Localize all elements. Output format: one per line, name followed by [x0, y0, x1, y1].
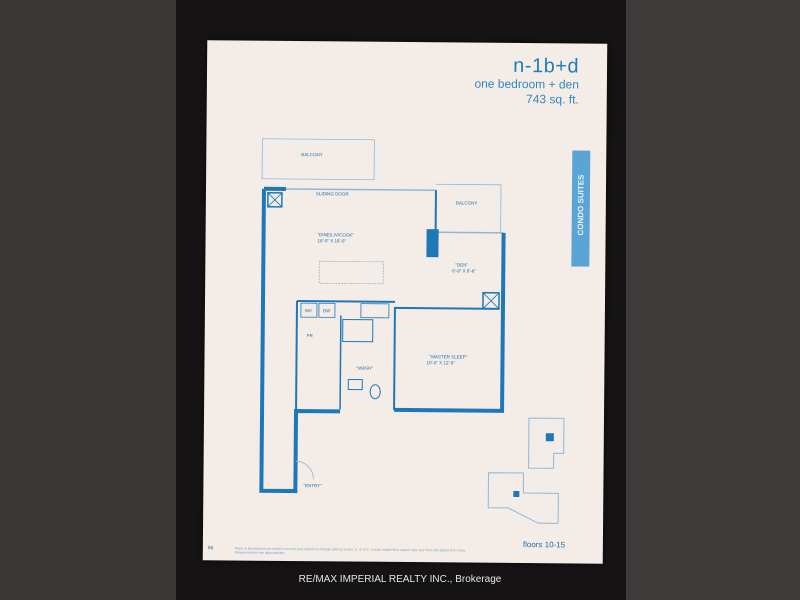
dishwasher-box: [318, 302, 336, 318]
shaft-right-cross: [482, 292, 500, 310]
vanity: [347, 379, 363, 391]
unit-title: n-1b+d: [513, 54, 580, 78]
condo-suites-tab: CONDO SUITES: [571, 150, 591, 267]
wic-box: [300, 302, 318, 318]
key-plan-podium: [487, 472, 559, 524]
shaft-top-left-cross: [267, 192, 283, 208]
unit-area: 743 sq. ft.: [526, 92, 579, 107]
entry-label: "ENTRY": [303, 483, 322, 488]
dw-label: DW: [323, 308, 331, 313]
entry-door-swing: [295, 460, 314, 480]
key-plan-highlight-2: [513, 490, 520, 498]
balcony-label: BALCONY: [301, 152, 323, 157]
bath-wall: [339, 315, 342, 410]
floorplan-drawing: BALCONY BALCONY SLIDING DOOR "DINE/LIV/C…: [259, 138, 506, 494]
outer-wall-right: [394, 232, 506, 413]
condo-suites-label: CONDO SUITES: [576, 174, 586, 236]
toilet: [369, 384, 381, 400]
dining-dims: 18'-9" X 16'-0": [318, 238, 347, 243]
shaft-top-left: [267, 192, 283, 208]
key-plan-tower: [528, 417, 565, 469]
den-dims: 6'-9" X 6'-6": [452, 268, 476, 273]
disclaimer-text: Plans & illustrations are artist's conce…: [234, 546, 466, 555]
sink-counter: [360, 303, 390, 319]
structural-column: [426, 229, 439, 258]
small-balcony-outline: [436, 183, 502, 233]
small-balcony-label: BALCONY: [456, 200, 478, 205]
den-label: "DEN": [455, 262, 468, 267]
master-label: "MASTER SLEEP": [430, 354, 468, 359]
kitchen-wall: [296, 300, 396, 303]
unit-type: one bedroom + den: [474, 76, 579, 92]
dining-label: "DINE/LIV/COOK": [318, 232, 355, 237]
floorplan-sheet: n-1b+d one bedroom + den 743 sq. ft. CON…: [202, 40, 608, 564]
key-plan-highlight: [545, 433, 554, 442]
master-wall: [393, 306, 499, 410]
kitchen-island: [318, 260, 384, 285]
bathtub: [342, 318, 374, 343]
floors-label: floors 10-15: [522, 540, 566, 550]
master-dims: 10'-8" X 12'-5": [426, 360, 455, 365]
wic-label: W/I: [305, 308, 312, 313]
den-window: [435, 231, 504, 234]
wic-wall: [295, 301, 299, 412]
key-plan: [487, 417, 565, 524]
fr-label: FR: [307, 333, 314, 338]
sliding-door-label: SLIDING DOOR: [316, 191, 350, 196]
sliding-door-line: [285, 188, 436, 192]
balcony-outline: [261, 138, 375, 181]
background-right: [626, 0, 800, 600]
page-number: 66: [207, 545, 214, 552]
background-left: [0, 0, 176, 600]
wash-label: "WASH": [356, 366, 373, 371]
outer-wall-left: [259, 188, 341, 494]
brokerage-watermark: RE/MAX IMPERIAL REALTY INC., Brokerage: [298, 574, 502, 585]
